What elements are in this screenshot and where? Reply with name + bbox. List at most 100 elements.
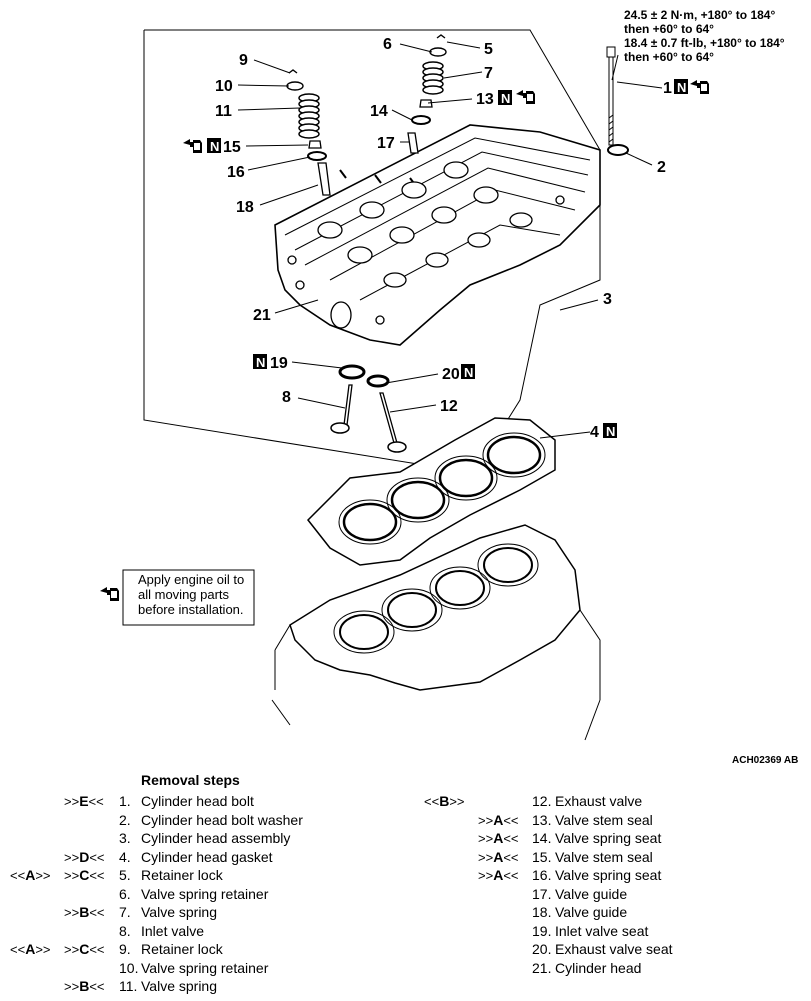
cylinder-head [274,124,601,346]
step-text: Valve spring retainer [141,885,269,902]
removal-step: 8. Inlet valve [0,922,811,940]
removal-mark: >>A<< [478,811,519,828]
valve-train-right [407,34,447,154]
install-mark: <<B>> [424,793,465,809]
step-number: 20. [532,941,552,957]
callout-10: 10 [215,78,233,95]
exploded-diagram: 24.5 ± 2 N·m, +180° to 184° then +60° to… [100,8,798,766]
step-number: 2. [119,811,131,828]
step-number: 11. [119,978,138,994]
removal-mark: >>C<< [64,867,105,883]
step-number: 4. [119,848,131,865]
callout-4: 4 [590,424,599,441]
step-number: 6. [119,885,131,902]
removal-mark: >>E<< [64,793,104,809]
bolt-washer [607,144,629,156]
step-text: Cylinder head bolt [141,793,254,809]
removal-step: <<B>> 12.Exhaust valve [0,792,811,810]
step-text: Valve spring seat [555,867,662,883]
removal-mark: >>A<< [478,830,519,846]
callout-15: 15 [223,139,241,156]
oil-note-line1: Apply engine oil to [138,572,244,587]
svg-text:N: N [464,365,473,380]
step-text: Valve stem seal [555,848,653,865]
new-part-n-icon: N [674,79,688,95]
step-text: Cylinder head assembly [141,830,291,846]
step-number: 7. [119,904,131,920]
step-text: Exhaust valve [555,793,643,809]
step-number: 21. [532,959,552,976]
step-number: 17. [532,885,552,902]
removal-step: 6. Valve spring retainer [0,885,811,903]
svg-text:N: N [677,80,686,95]
step-text: Valve spring [141,978,218,994]
removal-step: 21.Cylinder head [0,959,811,977]
callout-14: 14 [370,103,388,120]
install-mark: <<A>> [10,941,51,957]
removal-step: 2. Cylinder head bolt washer [0,811,811,829]
new-part-n-icon: N [603,423,617,439]
step-text: Valve spring retainer [141,959,269,976]
removal-step: >>B<< 11.Valve spring [0,977,811,995]
removal-step: 10.Valve spring retainer [0,959,811,977]
svg-text:N: N [210,139,219,154]
callout-2: 2 [657,159,666,176]
callout-19: 19 [270,355,288,372]
callout-18: 18 [236,199,254,216]
step-text: Valve stem seal [555,811,653,828]
removal-mark: >>B<< [64,978,105,994]
install-mark: <<A>> [10,867,51,883]
cylinder-block [271,524,601,741]
removal-step: >>E<<1.Cylinder head bolt [0,792,811,810]
step-text: Cylinder head [555,959,642,976]
removal-mark: >>B<< [64,904,105,920]
new-part-n-icon: N [253,354,267,370]
valve-train-left [286,69,331,196]
step-number: 3. [119,830,131,846]
callout-11: 11 [215,103,232,120]
step-number: 15. [532,848,552,865]
callout-16: 16 [227,164,245,181]
new-part-n-icon: N [207,138,221,154]
torque-spec-line4: then +60° to 64° [624,50,714,64]
step-number: 10. [119,959,139,976]
step-text: Cylinder head bolt washer [141,811,303,828]
oil-can-icon [183,139,202,153]
step-number: 13. [532,811,552,828]
step-number: 8. [119,922,131,939]
removal-step: <<A>>>>C<<9.Retainer lock [0,940,811,958]
step-text: Valve spring [141,904,218,920]
callout-8: 8 [282,389,291,406]
step-number: 5. [119,867,131,883]
removal-step: <<A>>>>C<<5.Retainer lock [0,866,811,884]
step-number: 16. [532,867,552,883]
removal-step: >>B<< 7. Valve spring [0,903,811,921]
step-number: 19. [532,922,552,939]
callout-9: 9 [239,52,248,69]
removal-step: 20.Exhaust valve seat [0,940,811,958]
svg-text:N: N [256,355,265,370]
oil-can-icon [690,80,709,94]
oil-note-line3: before installation. [138,602,244,617]
removal-mark: >>A<< [478,848,519,865]
step-text: Exhaust valve seat [555,941,673,957]
svg-text:N: N [606,424,615,439]
removal-step: 17.Valve guide [0,885,811,903]
step-number: 18. [532,904,552,920]
removal-step: 18.Valve guide [0,903,811,921]
step-text: Inlet valve seat [555,922,649,939]
new-part-n-icon: N [461,364,475,380]
step-text: Cylinder head gasket [141,848,273,865]
step-text: Inlet valve [141,922,205,939]
cylinder-head-bolt [606,46,616,146]
oil-can-icon [516,90,535,104]
step-number: 12. [532,793,552,809]
removal-step: >>A<<16.Valve spring seat [0,866,811,884]
cylinder-head-gasket [306,417,556,566]
step-text: Valve guide [555,904,628,920]
torque-spec-line3: 18.4 ± 0.7 ft-lb, +180° to 184° [624,36,785,50]
step-text: Retainer lock [141,941,223,957]
callout-7: 7 [484,65,493,82]
removal-step: >>D<<4.Cylinder head gasket [0,848,811,866]
